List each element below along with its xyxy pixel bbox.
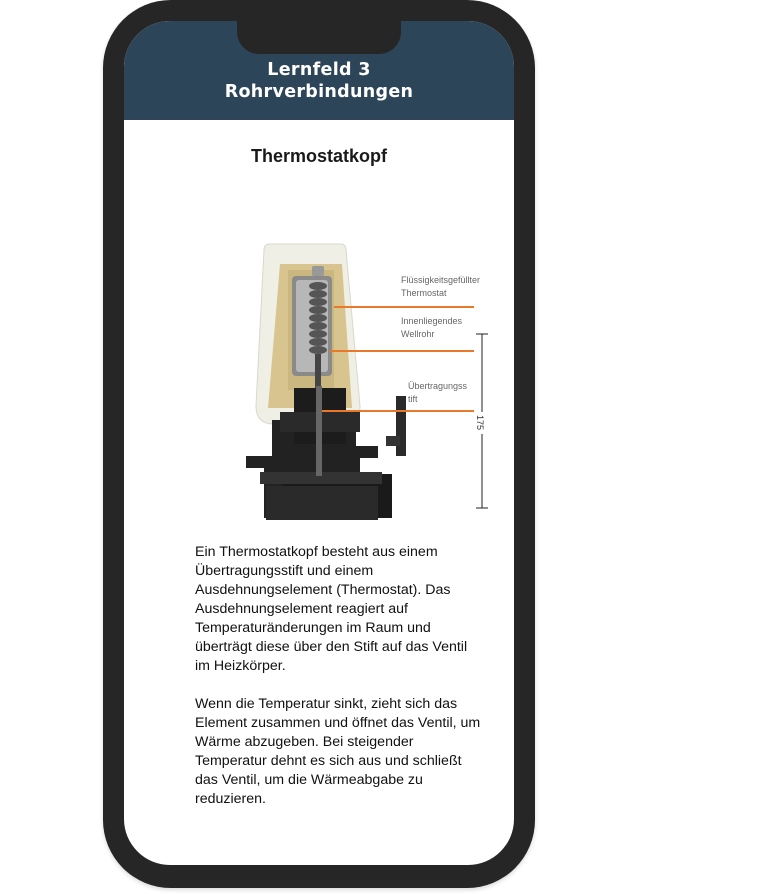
page-title: Thermostatkopf: [250, 146, 387, 166]
label-stift: Übertragungss tift: [408, 380, 467, 406]
label-thermostat-line2: Thermostat: [401, 288, 447, 298]
phone-notch: [237, 0, 401, 54]
label-thermostat: Flüssigkeitsgefüllter Thermostat: [401, 274, 480, 300]
label-wellrohr: Innenliegendes Wellrohr: [401, 315, 462, 341]
leader-line-stift: [322, 410, 474, 412]
label-thermostat-line1: Flüssigkeitsgefüllter: [401, 275, 481, 285]
description-text: Ein Thermostatkopf besteht aus einem Übe…: [195, 543, 485, 828]
label-wellrohr-line2: Wellrohr: [401, 329, 435, 339]
paragraph-2: Wenn die Temperatur sinkt, zieht sich da…: [195, 696, 481, 807]
header-title-line2: Rohrverbindungen: [224, 82, 414, 102]
thermostat-illustration: [246, 243, 488, 520]
leader-line-thermostat: [334, 306, 474, 308]
dimension-label: 175: [475, 414, 486, 431]
leader-line-wellrohr: [330, 350, 474, 352]
label-wellrohr-line1: Innenliegendes: [401, 316, 463, 326]
header-title-line1: Lernfeld 3: [267, 60, 371, 80]
app-header: Lernfeld 3 Rohrverbindungen: [124, 21, 514, 120]
paragraph-1: Ein Thermostatkopf besteht aus einem Übe…: [195, 544, 468, 674]
label-stift-line2: tift: [408, 394, 418, 404]
label-stift-line1: Übertragungss: [408, 381, 468, 391]
header-title: Lernfeld 3 Rohrverbindungen: [124, 59, 514, 103]
